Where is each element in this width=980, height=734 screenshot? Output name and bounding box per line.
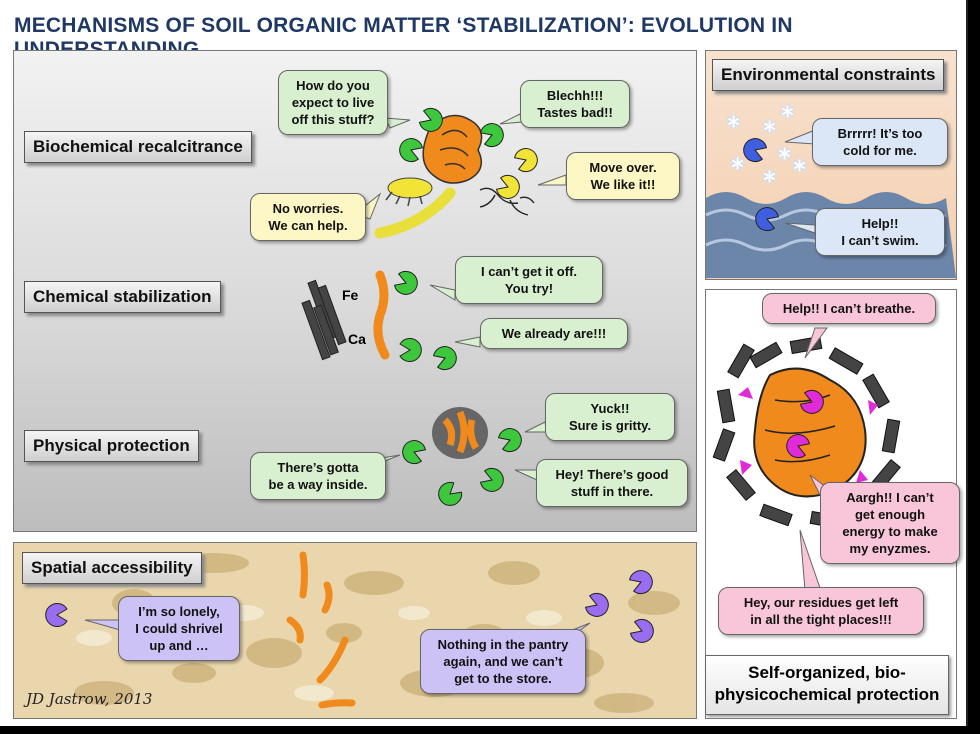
bubble-gotta-be-way: There’s gotta be a way inside. <box>250 452 386 500</box>
svg-text:✱: ✱ <box>777 144 792 165</box>
bubble-move-over: Move over. We like it!! <box>566 152 680 200</box>
bubble-cant-swim: Help!! I can’t swim. <box>815 208 945 256</box>
fungal-hyphae-icon <box>479 187 535 216</box>
svg-text:✱: ✱ <box>780 102 795 123</box>
label-environmental-constraints: Environmental constraints <box>712 59 945 91</box>
bubble-too-cold: Brrrrr! It’s too cold for me. <box>812 118 948 166</box>
organic-residue-icon <box>422 114 483 184</box>
label-biochemical-recalcitrance: Biochemical recalcitrance <box>24 131 252 163</box>
svg-text:✱: ✱ <box>792 156 807 177</box>
svg-text:✱: ✱ <box>762 167 777 188</box>
bubble-yuck: Yuck!! Sure is gritty. <box>545 393 675 441</box>
aggregate-icon <box>712 335 901 530</box>
bubble-lonely: I’m so lonely, I could shrivel up and … <box>118 596 240 661</box>
label-physical-protection: Physical protection <box>24 430 199 462</box>
earthworm-icon <box>374 187 456 239</box>
svg-text:✱: ✱ <box>726 112 741 133</box>
insect-larva-icon <box>385 177 433 207</box>
bubble-cant-get-off: I can’t get it off. You try! <box>455 256 603 304</box>
slide: MECHANISMS OF SOIL ORGANIC MATTER ‘STABI… <box>0 0 968 726</box>
svg-text:✱: ✱ <box>762 117 777 138</box>
label-self-organized-protection: Self-organized, bio- physicochemical pro… <box>705 655 949 715</box>
bubble-blechh: Blechh!!! Tastes bad!! <box>520 80 630 128</box>
label-chemical-stabilization: Chemical stabilization <box>24 281 221 313</box>
label-spatial-accessibility: Spatial accessibility <box>22 552 202 584</box>
bubble-pantry: Nothing in the pantry again, and we can’… <box>420 629 586 694</box>
ca-label: Ca <box>348 331 366 347</box>
signature: JD Jastrow, 2013 <box>26 690 153 708</box>
aggregate-icon <box>432 407 488 459</box>
bubble-no-worries: No worries. We can help. <box>250 193 366 241</box>
svg-text:✱: ✱ <box>730 154 745 175</box>
fe-label: Fe <box>342 287 359 303</box>
bubble-good-stuff: Hey! There’s good stuff in there. <box>536 459 688 507</box>
bubble-already-are: We already are!!! <box>480 318 628 349</box>
bubble-cant-breathe: Help!! I can’t breathe. <box>762 293 936 324</box>
bubble-aargh: Aargh!! I can’t get enough energy to mak… <box>820 482 960 564</box>
bubble-residues: Hey, our residues get left in all the ti… <box>718 587 924 635</box>
snowflake-icon: ✱✱ ✱✱ ✱✱✱ <box>726 102 808 189</box>
clay-mineral-icon <box>301 279 347 361</box>
bubble-live-off: How do you expect to live off this stuff… <box>278 70 388 135</box>
